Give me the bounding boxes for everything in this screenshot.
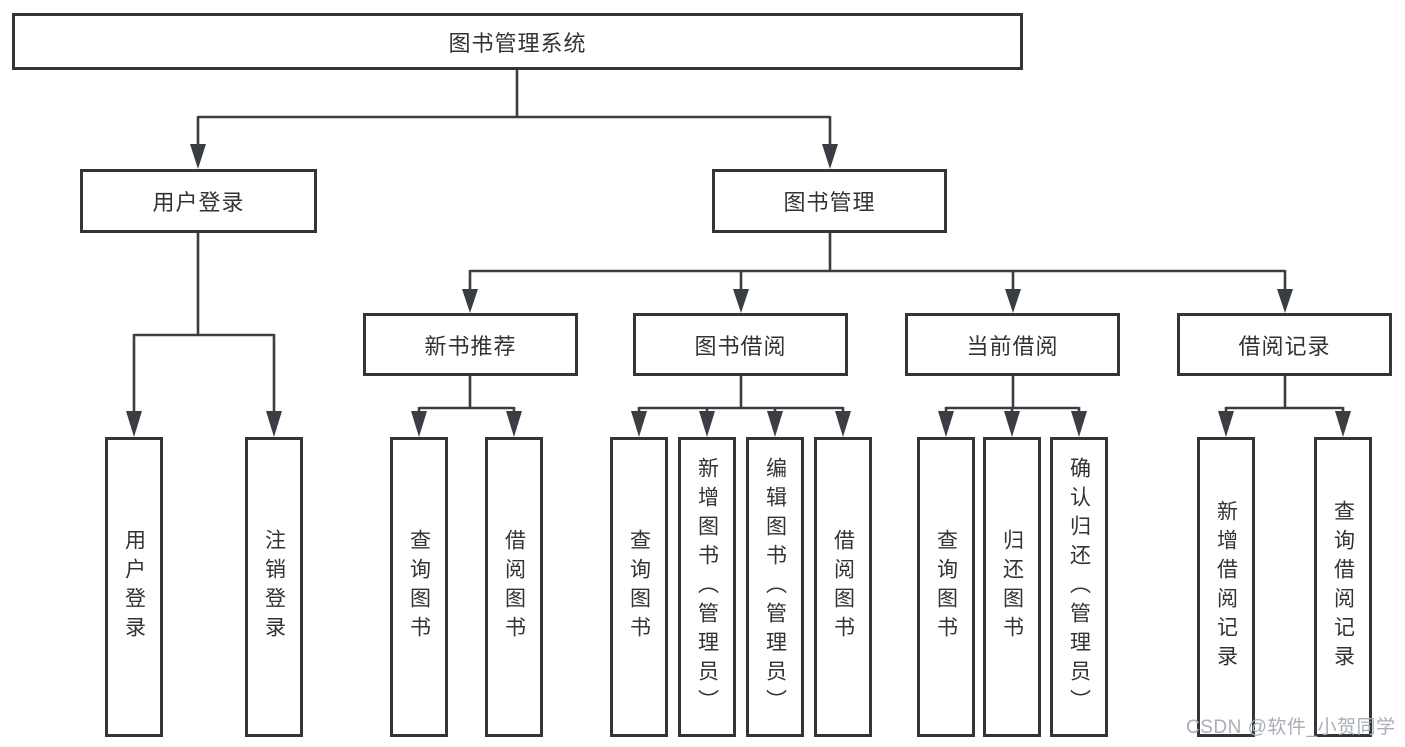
leaf-confirm-return-admin: 确认归还（管理员） [1050, 437, 1108, 737]
node-borrowing-records: 借阅记录 [1177, 313, 1392, 376]
node-label: 图书借阅 [694, 333, 787, 359]
leaf-label: 注销登录 [262, 529, 286, 645]
leaf-label: 查询图书 [627, 529, 651, 645]
leaf-query-books-recommend: 查询图书 [390, 437, 448, 737]
leaf-label: 用户登录 [122, 529, 146, 645]
leaf-label: 查询图书 [934, 529, 958, 645]
leaf-user-login: 用户登录 [105, 437, 163, 737]
node-system-root: 图书管理系统 [12, 13, 1023, 70]
leaf-label: 借阅图书 [502, 529, 526, 645]
node-user-login: 用户登录 [80, 169, 317, 233]
leaf-borrow-books-recommend: 借阅图书 [485, 437, 543, 737]
leaf-label: 归还图书 [1000, 529, 1024, 645]
leaf-query-books-borrowing: 查询图书 [610, 437, 668, 737]
node-book-borrowing: 图书借阅 [633, 313, 848, 376]
leaf-label: 查询借阅记录 [1331, 500, 1355, 674]
leaf-borrow-books-borrowing: 借阅图书 [814, 437, 872, 737]
node-label: 新书推荐 [424, 333, 517, 359]
node-book-management: 图书管理 [712, 169, 947, 233]
node-label: 用户登录 [152, 190, 245, 215]
leaf-query-borrow-record: 查询借阅记录 [1314, 437, 1372, 737]
leaf-return-books: 归还图书 [983, 437, 1041, 737]
leaf-label: 查询图书 [407, 529, 431, 645]
leaf-label: 编辑图书（管理员） [763, 456, 787, 718]
node-current-borrowing: 当前借阅 [905, 313, 1120, 376]
leaf-logout: 注销登录 [245, 437, 303, 737]
leaf-edit-books-admin: 编辑图书（管理员） [746, 437, 804, 737]
node-label: 图书管理 [783, 190, 876, 215]
arrowheads [126, 144, 1351, 437]
leaf-add-borrow-record: 新增借阅记录 [1197, 437, 1255, 737]
leaf-label: 新增图书（管理员） [695, 456, 719, 718]
node-label: 借阅记录 [1238, 333, 1331, 359]
leaf-label: 借阅图书 [831, 529, 855, 645]
leaf-query-books-current: 查询图书 [917, 437, 975, 737]
node-new-book-recommendation: 新书推荐 [363, 313, 578, 376]
csdn-watermark: CSDN @软件_小贺同学 [1186, 717, 1396, 738]
leaf-label: 确认归还（管理员） [1067, 456, 1091, 718]
node-label: 当前借阅 [966, 333, 1059, 359]
leaf-add-books-admin: 新增图书（管理员） [678, 437, 736, 737]
node-label: 图书管理系统 [448, 30, 587, 56]
leaf-label: 新增借阅记录 [1214, 500, 1238, 674]
